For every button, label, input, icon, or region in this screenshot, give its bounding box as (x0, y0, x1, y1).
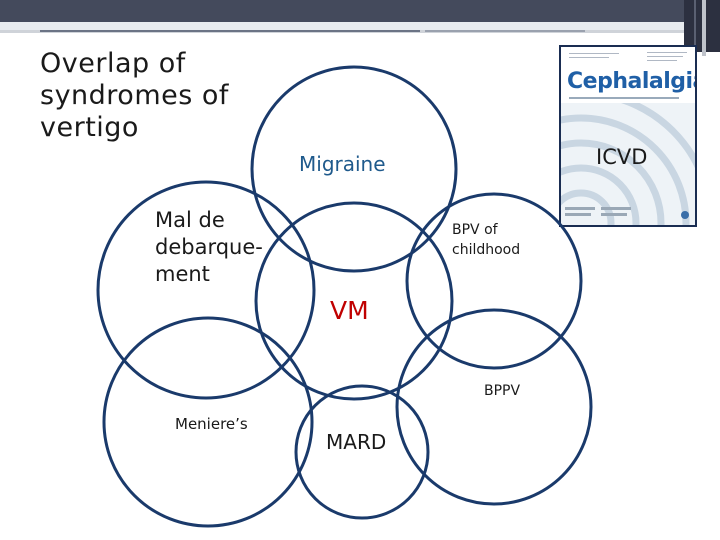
slide-top-band (0, 22, 720, 30)
circle-migraine (250, 65, 458, 273)
slide-accent-line (425, 30, 585, 32)
slide-corner-line (702, 0, 706, 56)
slide-corner-line (694, 0, 696, 52)
journal-subtitle-line (569, 97, 679, 99)
cover-header (561, 47, 695, 69)
label-bppv: BPPV (484, 383, 521, 399)
label-icvd: ICVD (596, 145, 648, 169)
journal-cover-image: Cephalalgia (559, 45, 697, 227)
circle-bpv-childhood (405, 192, 583, 370)
label-bpv-childhood: BPV of childhood (452, 222, 521, 258)
circle-mal-de-debarquement (96, 180, 316, 400)
label-vm: VM (330, 296, 369, 325)
label-migraine: Migraine (299, 152, 386, 176)
circle-bppv (395, 308, 593, 506)
cover-wave-graphic (561, 103, 695, 225)
slide-title: Overlap of syndromes of vertigo (40, 48, 229, 143)
journal-name: Cephalalgia (567, 69, 697, 94)
circle-vm (254, 201, 454, 401)
circle-menieres (102, 316, 314, 528)
label-mard: MARD (326, 430, 387, 454)
label-menieres: Meniere’s (175, 415, 248, 433)
slide-top-bar (0, 0, 720, 22)
label-mal-de-debarquement: Mal de debarque-ment (155, 208, 263, 286)
slide-accent-line (40, 30, 420, 32)
circle-mard (294, 384, 430, 520)
